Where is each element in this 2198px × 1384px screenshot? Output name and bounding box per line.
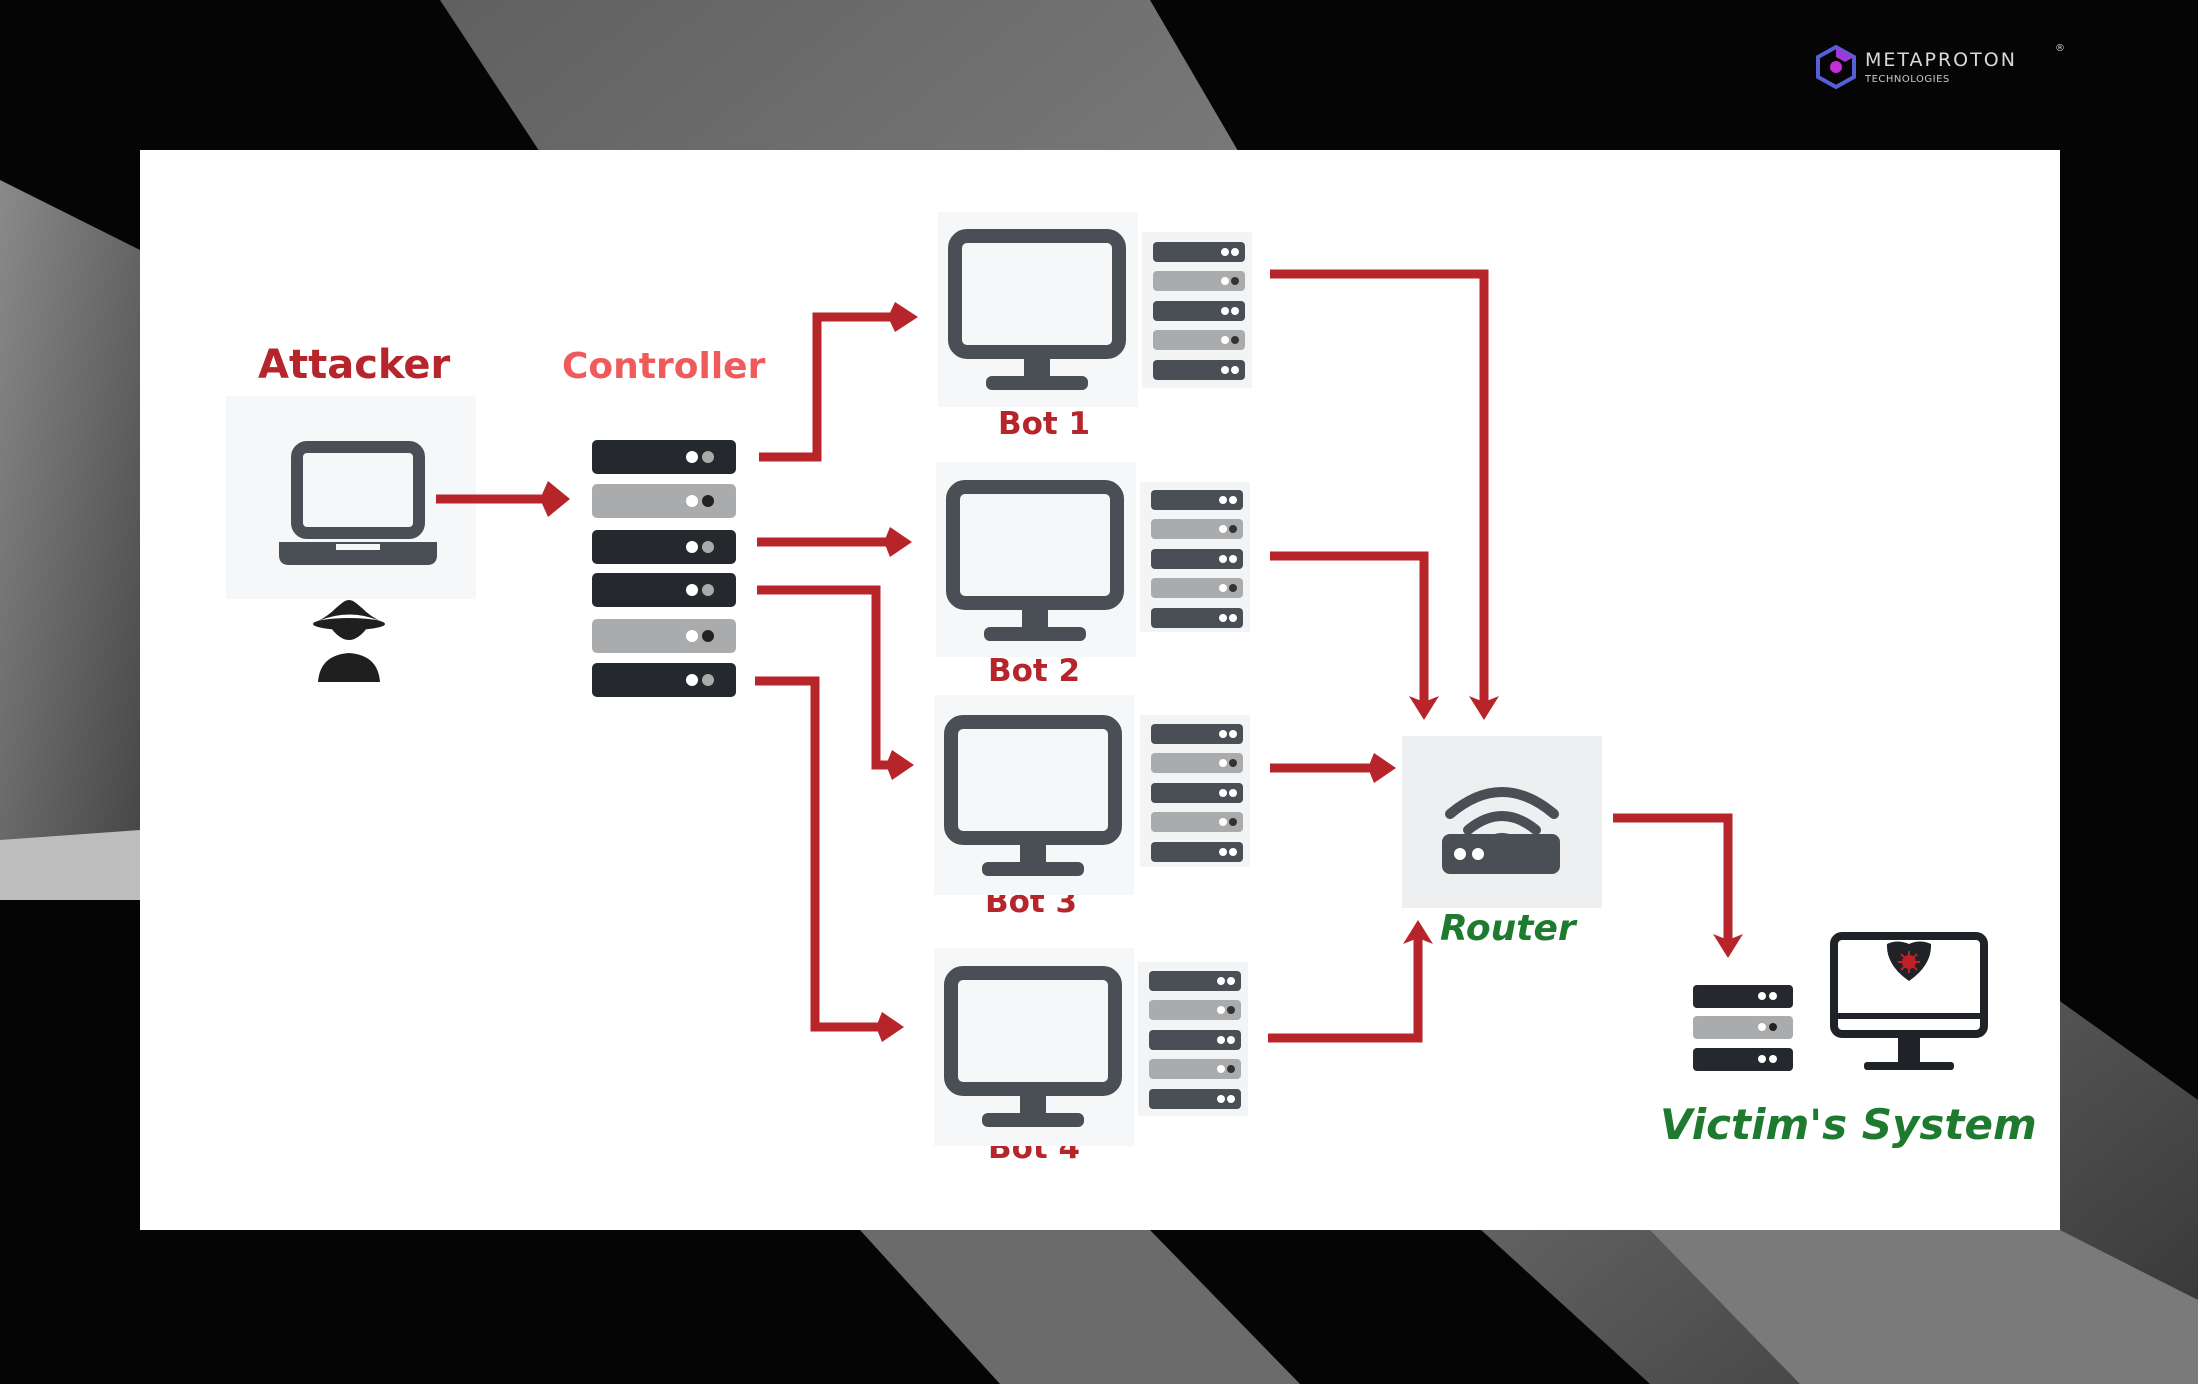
- bot3-monitor-icon: [944, 715, 1122, 876]
- victim-monitor-icon: [1830, 932, 1988, 1070]
- victim-server-rack-icon: [1693, 985, 1793, 1071]
- brand-logo: METAPROTON TECHNOLOGIES ®: [1815, 43, 2065, 90]
- laptop-icon: [279, 441, 437, 565]
- logo-subtitle: TECHNOLOGIES: [1865, 74, 1950, 85]
- wifi-router-icon: [1442, 787, 1560, 874]
- bot4-server-rack-icon: [1138, 962, 1248, 1116]
- bot2-server-rack-icon: [1140, 482, 1250, 632]
- arrow-bot1-to-router: [1270, 269, 1489, 705]
- hacker-spy-icon: [313, 600, 385, 682]
- arrow-bot2-to-router: [1270, 551, 1429, 705]
- controller-label: Controller: [562, 346, 766, 387]
- attacker-label: Attacker: [258, 342, 451, 388]
- router-label: Router: [1440, 908, 1576, 949]
- arrow-bot4-to-router: [1268, 935, 1423, 1043]
- arrow-controller-to-bot4: [755, 676, 888, 1032]
- router-icon-box: [1402, 736, 1602, 908]
- bot3-server-rack-icon: [1140, 715, 1250, 867]
- bot4-monitor-icon: [944, 966, 1122, 1127]
- virus-shield-icon: [1886, 941, 1932, 981]
- arrow-controller-to-bot1: [759, 312, 902, 462]
- arrow-router-to-victim: [1613, 813, 1733, 940]
- bot1-label: Bot 1: [998, 406, 1091, 442]
- victim-label: Victim's System: [1660, 1100, 2037, 1149]
- registered-mark: ®: [2055, 43, 2065, 54]
- hexagon-logo-icon: [1816, 45, 1856, 89]
- bot1-server-rack-icon: [1142, 232, 1252, 388]
- connection-arrows: [436, 269, 1733, 1043]
- bot2-monitor-icon: [946, 480, 1124, 641]
- arrowheads: [540, 302, 1743, 1042]
- logo-wordmark: METAPROTON: [1865, 49, 2017, 71]
- attacker-icon-box: [226, 396, 476, 599]
- diagram-panel: Attacker Controller Bot 1 Bot 2 Bot 3 Bo…: [140, 150, 2060, 1230]
- bot1-monitor-icon: [948, 229, 1126, 390]
- diagram-graphics: [279, 229, 1988, 1127]
- bot2-label: Bot 2: [988, 653, 1081, 689]
- controller-server-rack-icon: [592, 440, 736, 697]
